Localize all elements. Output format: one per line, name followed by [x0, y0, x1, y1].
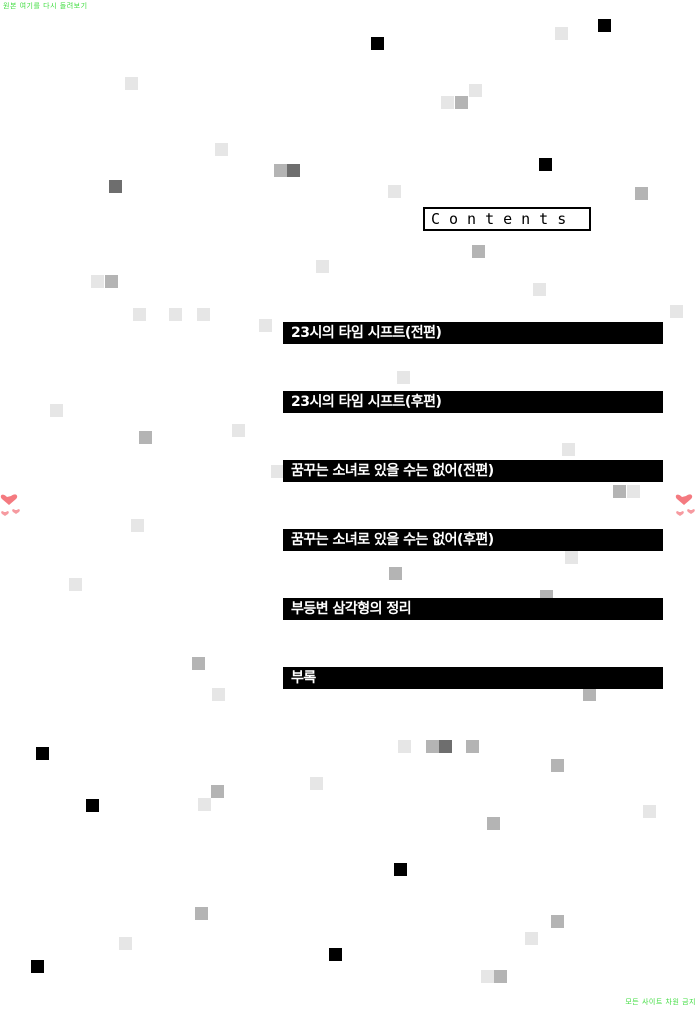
heart-right-icon: [675, 494, 695, 516]
pixel-square: [466, 740, 479, 753]
pixel-square: [109, 180, 122, 193]
bottom-notice: 모든 사이트 차원 금지: [625, 998, 696, 1006]
pixel-square: [487, 817, 500, 830]
pixel-square: [426, 740, 439, 753]
pixel-square: [69, 578, 82, 591]
top-link[interactable]: 원본 여기를 다시 돌려보기: [3, 2, 88, 10]
toc-item-3[interactable]: 꿈꾸는 소녀로 있을 수는 없어(전편): [283, 460, 663, 482]
pixel-square: [394, 863, 407, 876]
pixel-square: [635, 187, 648, 200]
pixel-square: [455, 96, 468, 109]
pixel-square: [133, 308, 146, 321]
pixel-square: [105, 275, 118, 288]
pixel-square: [125, 77, 138, 90]
toc-item-2[interactable]: 23시의 타임 시프트(후편): [283, 391, 663, 413]
pixel-square: [627, 485, 640, 498]
pixel-square: [259, 319, 272, 332]
pixel-square: [481, 970, 494, 983]
pixel-square: [211, 785, 224, 798]
pixel-square: [533, 283, 546, 296]
pixel-square: [169, 308, 182, 321]
pixel-square: [551, 759, 564, 772]
pixel-square: [439, 740, 452, 753]
pixel-square: [598, 19, 611, 32]
pixel-square: [50, 404, 63, 417]
pixel-square: [271, 465, 284, 478]
toc-item-1[interactable]: 23시의 타임 시프트(전편): [283, 322, 663, 344]
pixel-square: [551, 915, 564, 928]
pixel-square: [583, 688, 596, 701]
pixel-square: [215, 143, 228, 156]
pixel-square: [555, 27, 568, 40]
pixel-square: [274, 164, 287, 177]
pixel-square: [316, 260, 329, 273]
pixel-square: [36, 747, 49, 760]
toc-item-5[interactable]: 부등변 삼각형의 정리: [283, 598, 663, 620]
pixel-square: [539, 158, 552, 171]
pixel-square: [670, 305, 683, 318]
pixel-square: [494, 970, 507, 983]
pixel-square: [397, 371, 410, 384]
pixel-square: [469, 84, 482, 97]
pixel-square: [398, 740, 411, 753]
pixel-square: [195, 907, 208, 920]
pixel-square: [329, 948, 342, 961]
pixel-square: [197, 308, 210, 321]
pixel-square: [86, 799, 99, 812]
pixel-square: [212, 688, 225, 701]
pixel-square: [389, 567, 402, 580]
pixel-square: [232, 424, 245, 437]
pixel-square: [525, 932, 538, 945]
pixel-square: [613, 485, 626, 498]
pixel-square: [371, 37, 384, 50]
pixel-square: [119, 937, 132, 950]
pixel-square: [562, 443, 575, 456]
pixel-square: [565, 551, 578, 564]
pixel-square: [643, 805, 656, 818]
pixel-square: [198, 798, 211, 811]
pixel-square: [441, 96, 454, 109]
toc-item-6[interactable]: 부록: [283, 667, 663, 689]
pixel-square: [287, 164, 300, 177]
contents-title: Contents: [423, 207, 591, 231]
pixel-square: [192, 657, 205, 670]
pixel-square: [31, 960, 44, 973]
heart-left-icon: [0, 494, 20, 516]
pixel-square: [139, 431, 152, 444]
pixel-square: [472, 245, 485, 258]
pixel-square: [310, 777, 323, 790]
pixel-square: [388, 185, 401, 198]
pixel-square: [131, 519, 144, 532]
toc-item-4[interactable]: 꿈꾸는 소녀로 있을 수는 없어(후편): [283, 529, 663, 551]
pixel-square: [91, 275, 104, 288]
